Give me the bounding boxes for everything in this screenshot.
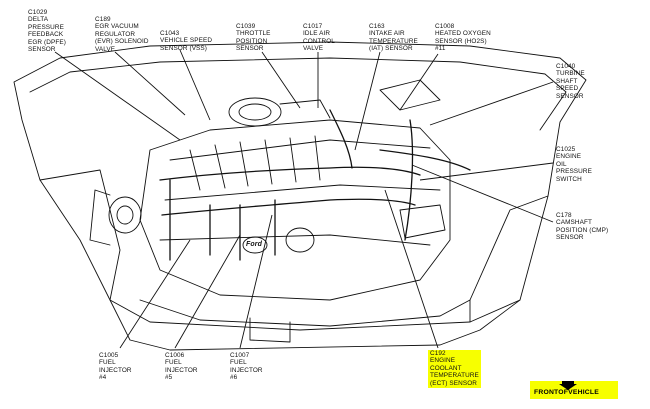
label-c1007: C1007 FUEL INJECTOR #6 xyxy=(230,352,263,382)
label-c1025: C1025 ENGINE OIL PRESSURE SWITCH xyxy=(556,146,592,183)
bay-outline xyxy=(13,41,587,331)
front-of-vehicle-indicator: FRONTOFVEHICLE xyxy=(530,381,618,399)
leader-c192 xyxy=(384,189,439,349)
label-c1043: C1043 VEHICLE SPEED SENSOR (VSS) xyxy=(160,30,213,52)
leader-c1029 xyxy=(54,51,181,141)
label-c1029: C1029 DELTA PRESSURE FEEDBACK EGR (DPFE)… xyxy=(28,9,66,54)
leader-c1039 xyxy=(261,51,301,109)
leader-c1040 xyxy=(429,81,554,126)
label-c163: C163 INTAKE AIR TEMPERATURE (IAT) SENSOR xyxy=(369,23,418,53)
leader-c1008 xyxy=(399,53,439,111)
label-c192: C192 ENGINE COOLANT TEMPERATURE (ECT) SE… xyxy=(428,350,481,389)
label-c1040: C1040 TURBINE SHAFT SPEED SENSOR xyxy=(556,63,585,100)
front-of-vehicle-label: FRONTOFVEHICLE xyxy=(534,389,599,396)
engine-badge: Ford xyxy=(246,241,262,248)
leader-c178 xyxy=(411,164,554,223)
down-arrow-icon xyxy=(559,381,577,390)
leader-c1043 xyxy=(179,49,211,121)
leader-c1007 xyxy=(239,214,273,349)
label-c1039: C1039 THROTTLE POSITION SENSOR xyxy=(236,23,271,53)
leader-c163 xyxy=(354,51,381,151)
leader-c1005 xyxy=(119,239,191,349)
label-c1017: C1017 IDLE AIR CONTROL VALVE xyxy=(303,23,335,53)
label-c1008: C1008 HEATED OXYGEN SENSOR (HO2S) #11 xyxy=(435,23,491,53)
label-c189: C189 EGR VACUUM REGULATOR (EVR) SOLENOID… xyxy=(95,16,149,53)
bay-inner-outline xyxy=(29,57,567,131)
label-c1006: C1006 FUEL INJECTOR #5 xyxy=(165,352,198,382)
label-c178: C178 CAMSHAFT POSITION (CMP) SENSOR xyxy=(556,212,609,242)
leader-c1025 xyxy=(419,162,554,181)
leader-c189 xyxy=(114,51,186,116)
label-c1005: C1005 FUEL INJECTOR #4 xyxy=(99,352,132,382)
engine-block xyxy=(139,119,451,301)
leader-c1006 xyxy=(174,234,241,349)
